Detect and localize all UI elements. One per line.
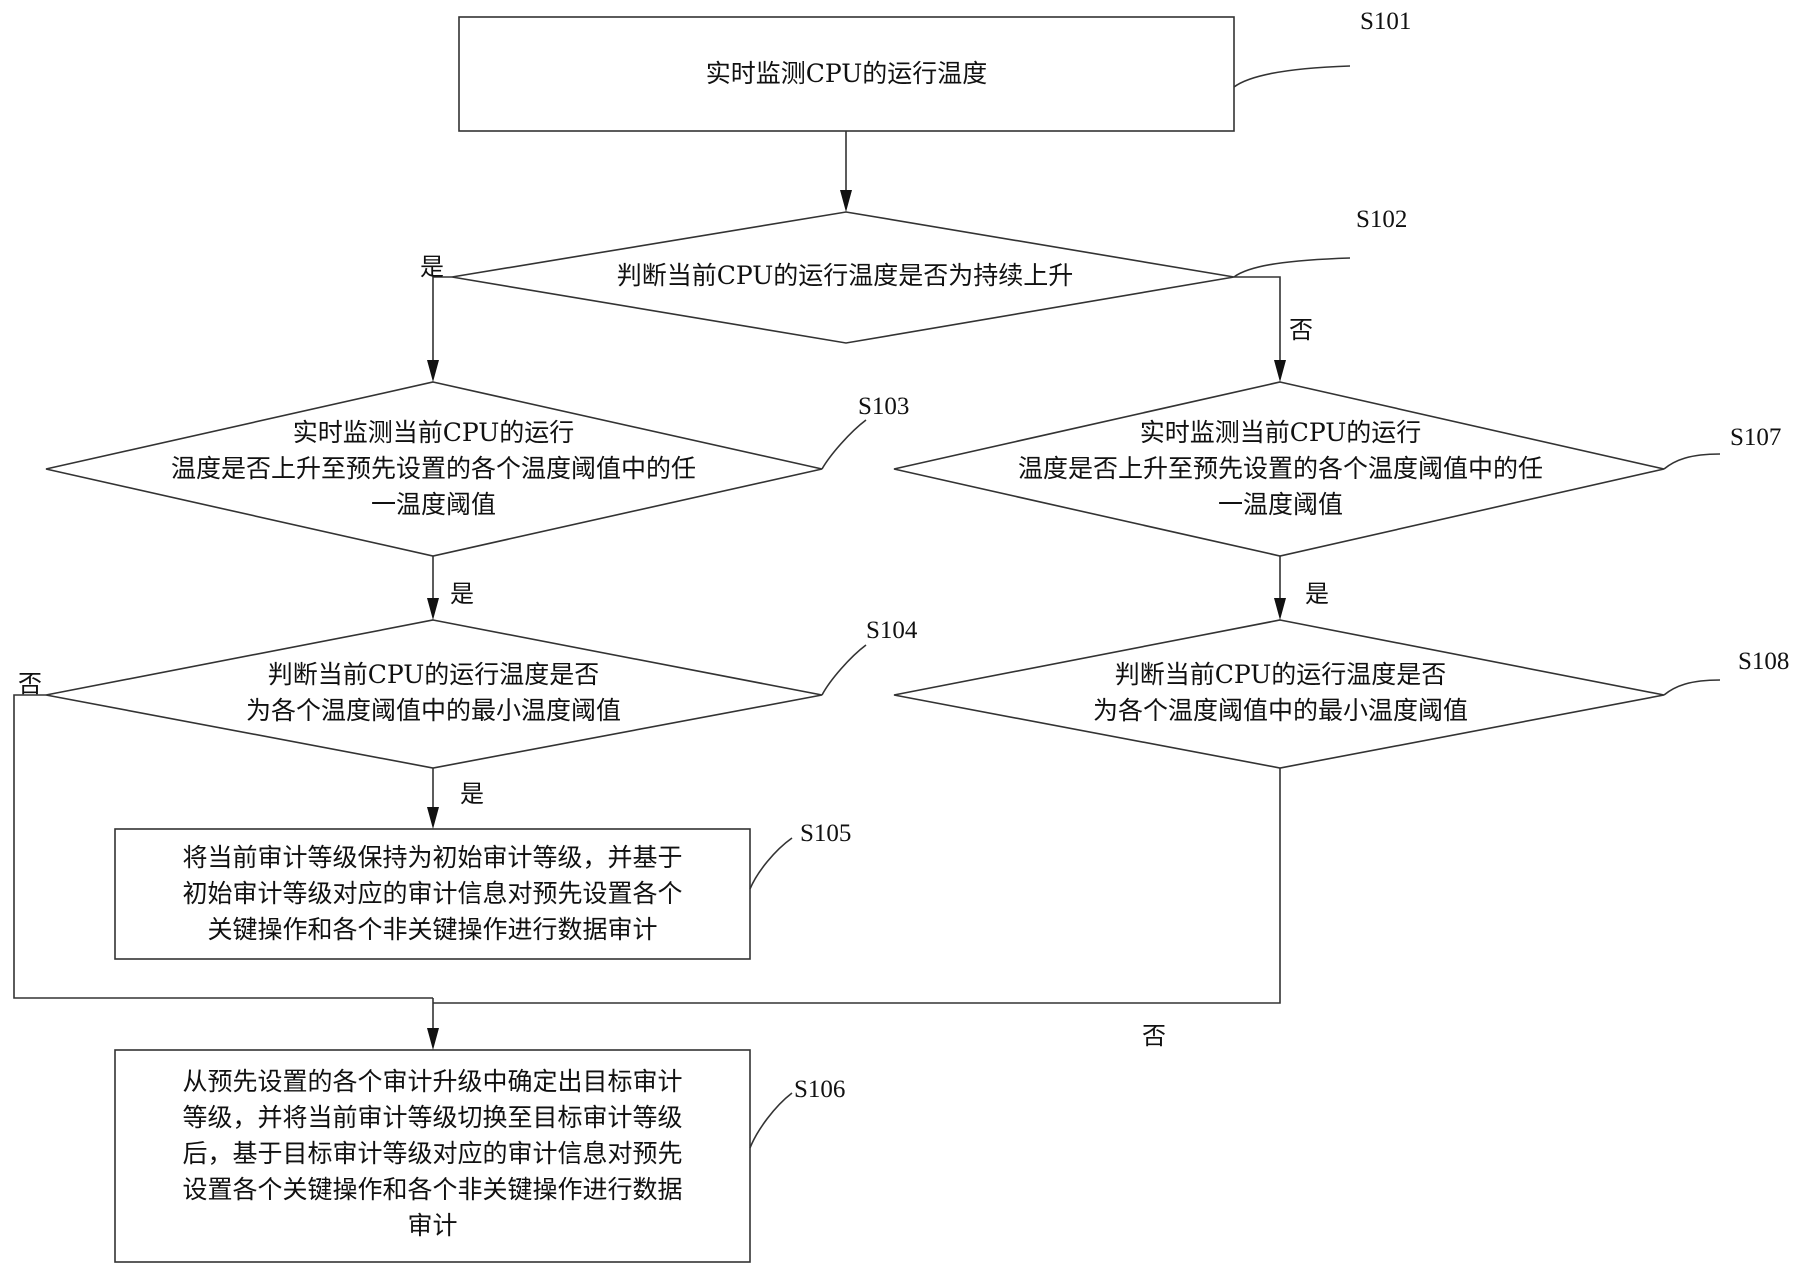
node-text-s106: 从预先设置的各个审计升级中确定出目标审计 等级，并将当前审计等级切换至目标审计等… [182,1067,683,1240]
edge-label-s103-yes: 是 [450,580,474,608]
arrowhead-s104 [427,598,439,620]
node-text-s101: 实时监测CPU的运行温度 [705,59,988,88]
connector-s102-s107 [1234,276,1281,360]
edge-label-s108-no: 否 [1142,1022,1166,1050]
leader-s107 [1663,453,1721,470]
step-label-s103: S103 [858,393,910,420]
arrowhead-s103 [427,360,439,382]
process-box-s106 [114,1049,751,1263]
connector-s102-s103 [432,276,452,360]
edge-label-s104-yes: 是 [460,780,484,808]
leader-s103 [821,419,867,470]
step-label-s107: S107 [1730,424,1782,451]
connector-s108-merge [433,768,1281,1004]
arrowhead-s108 [1274,598,1286,620]
step-label-s105: S105 [800,820,852,847]
leader-s101 [1233,65,1351,88]
leader-s108 [1663,679,1721,696]
step-label-s108: S108 [1738,648,1790,675]
arrowhead-s105 [427,807,439,829]
connector-s104-merge [13,694,433,999]
node-text-s102: 判断当前CPU的运行温度是否为持续上升 [616,261,1074,290]
step-label-s106: S106 [794,1076,846,1103]
step-label-s102: S102 [1356,206,1408,233]
step-label-s101: S101 [1360,8,1412,35]
leader-s106 [749,1092,793,1149]
edge-label-s102-no: 否 [1289,316,1313,344]
node-text-s105: 将当前审计等级保持为初始审计等级，并基于 初始审计等级对应的审计信息对预先设置各… [182,843,683,944]
leader-s105 [749,837,793,890]
node-text-s108: 判断当前CPU的运行温度是否 为各个温度阈值中的最小温度阈值 [1092,660,1468,725]
edge-label-s102-yes: 是 [420,253,444,281]
step-label-s104: S104 [866,617,918,644]
decision-diamond-s102 [451,211,1235,344]
arrowhead-s102 [840,190,852,212]
leader-s102 [1233,257,1351,278]
edge-label-s107-yes: 是 [1305,580,1329,608]
edge-label-s104-no: 否 [18,670,42,698]
arrowhead-s106 [427,1028,439,1050]
process-box-s105 [114,828,751,960]
node-text-s107: 实时监测当前CPU的运行 温度是否上升至预先设置的各个温度阈值中的任 一温度阈值 [1017,418,1543,519]
node-text-s104: 判断当前CPU的运行温度是否 为各个温度阈值中的最小温度阈值 [245,660,621,725]
leader-s104 [821,644,867,696]
arrowhead-s107 [1274,360,1286,382]
node-text-s103: 实时监测当前CPU的运行 温度是否上升至预先设置的各个温度阈值中的任 一温度阈值 [170,418,696,519]
